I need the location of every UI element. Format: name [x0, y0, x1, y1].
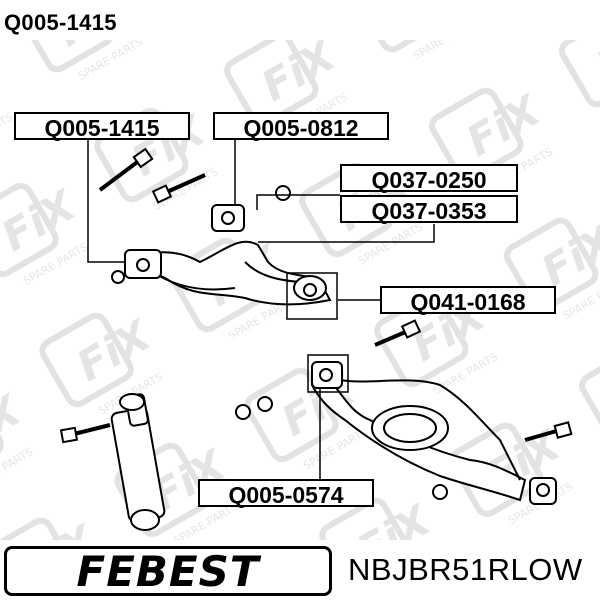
callout-q005-0574: Q005-0574	[198, 479, 374, 508]
callout-q041-0168: Q041-0168	[380, 286, 556, 315]
upper-control-arm	[124, 204, 332, 306]
lower-control-arm	[310, 361, 557, 505]
shock-absorber	[110, 393, 166, 531]
leader-lines	[87, 140, 435, 480]
febest-logo: FEBEST	[4, 546, 332, 596]
callout-q005-0812: Q005-0812	[213, 112, 389, 141]
model-code: NBJBR51RLOW	[348, 552, 583, 587]
callout-q037-0250: Q037-0250	[340, 164, 518, 193]
callout-q037-0353: Q037-0353	[340, 195, 518, 224]
callout-q005-1415: Q005-1415	[14, 112, 190, 141]
page-title: Q005-1415	[4, 10, 117, 35]
bolts	[59, 147, 573, 500]
